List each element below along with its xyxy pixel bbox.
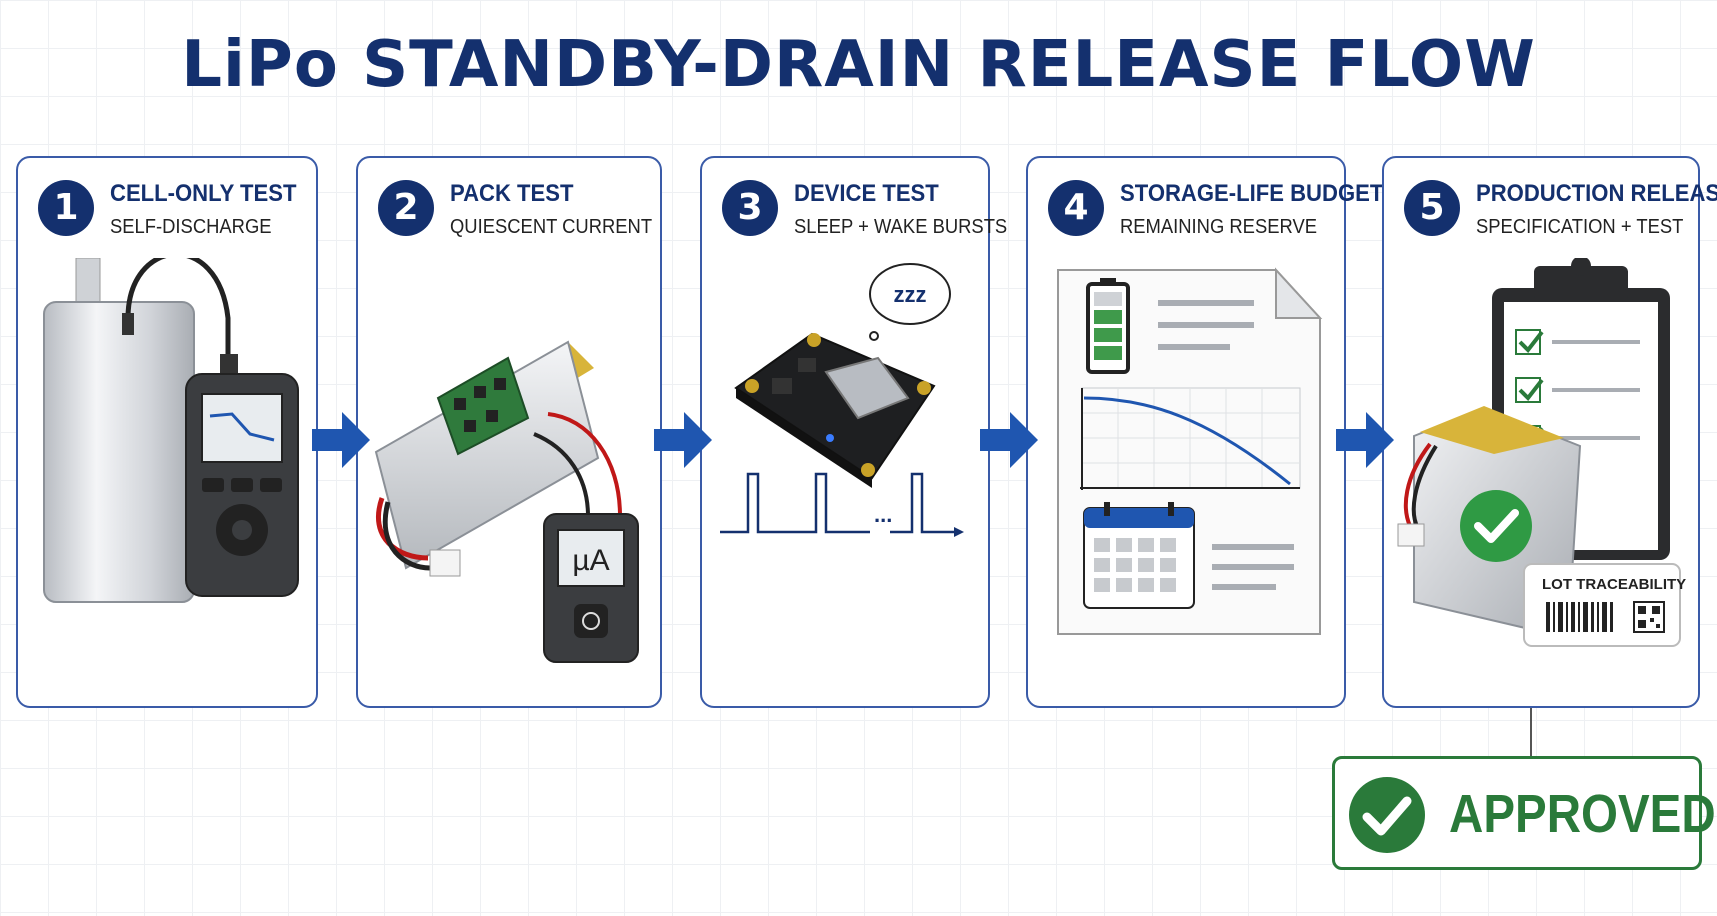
flow-arrow-2 — [654, 412, 712, 468]
flow-arrow-4 — [1336, 412, 1394, 468]
step-1-title: CELL-ONLY TEST — [110, 180, 297, 207]
step-5-badge: 5 — [1404, 180, 1460, 236]
approved-stamp: APPROVED — [1332, 756, 1716, 870]
sleep-bubble: zzz — [869, 263, 951, 341]
flow-arrow-1 — [312, 412, 370, 468]
step-5-card: 5 PRODUCTION RELEASE SPECIFICATION + TES… — [1382, 156, 1717, 708]
step-1-subtitle: SELF-DISCHARGE — [110, 216, 272, 238]
lot-traceability-label — [1523, 563, 1681, 647]
step-4-card: 4 STORAGE-LIFE BUDGET REMAINING RESERVE — [1026, 156, 1383, 708]
step-2-card: 2 PACK TEST QUIESCENT CURRENT µA — [356, 156, 662, 708]
approved-text: APPROVED — [1449, 784, 1716, 844]
step-1-card: 1 CELL-ONLY TEST SELF-DISCHARGE — [16, 156, 318, 708]
page-title: LiPo STANDBY-DRAIN RELEASE FLOW — [181, 28, 1536, 102]
step-5-subtitle: SPECIFICATION + TEST — [1476, 216, 1684, 238]
step-2-subtitle: QUIESCENT CURRENT — [450, 216, 653, 238]
battery-level-icon — [1086, 278, 1130, 374]
device-test-illustration: zzz ... — [720, 263, 964, 537]
step-1-badge: 1 — [38, 180, 94, 236]
calendar-icon — [1083, 502, 1195, 609]
release-illustration — [1397, 258, 1681, 647]
check-icon — [1349, 777, 1425, 853]
wake-burst-waveform: ... — [720, 472, 964, 537]
step-3-card: 3 DEVICE TEST SLEEP + WAKE BURSTS zzz ..… — [700, 156, 1007, 708]
sleep-text: zzz — [894, 282, 927, 307]
step-4-title: STORAGE-LIFE BUDGET — [1120, 180, 1384, 207]
step-2-title: PACK TEST — [450, 180, 574, 207]
approval-connector — [1530, 708, 1532, 756]
step-5-title: PRODUCTION RELEASE — [1476, 180, 1717, 207]
meter-unit-label: µA — [572, 544, 609, 577]
step-3-subtitle: SLEEP + WAKE BURSTS — [794, 216, 1008, 238]
step-4-badge: 4 — [1048, 180, 1104, 236]
cell-tester-illustration — [43, 258, 299, 603]
pulse-ellipsis: ... — [874, 502, 892, 527]
discharge-curve-chart — [1080, 387, 1301, 490]
storage-budget-illustration — [1057, 267, 1323, 635]
device-board — [734, 332, 936, 488]
flow-arrow-3 — [980, 412, 1038, 468]
step-4-subtitle: REMAINING RESERVE — [1120, 216, 1317, 238]
lipo-cell — [75, 258, 101, 309]
step-3-badge: 3 — [722, 180, 778, 236]
step-3-title: DEVICE TEST — [794, 180, 939, 207]
lipo-pack — [374, 340, 600, 570]
step-2-badge: 2 — [378, 180, 434, 236]
pack-test-illustration: µA — [374, 340, 639, 663]
lot-traceability-text: LOT TRACEABILITY — [1542, 576, 1687, 593]
